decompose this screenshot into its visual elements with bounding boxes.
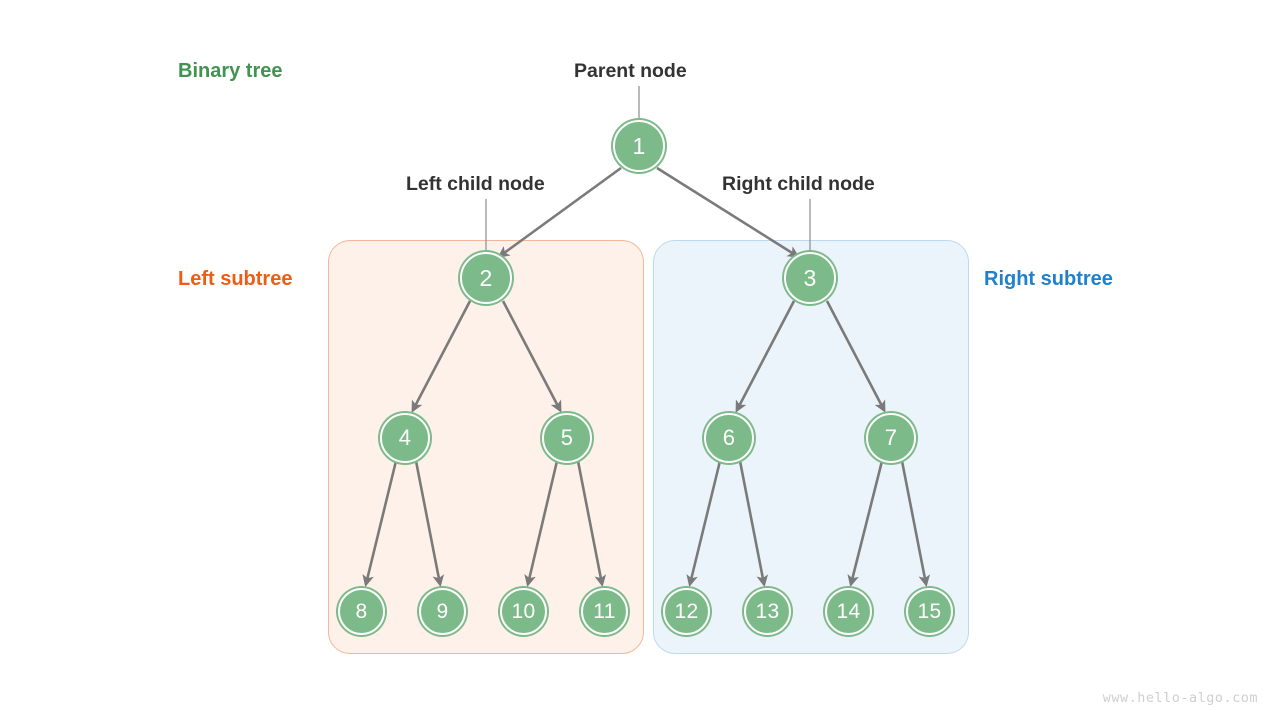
tree-node-6[interactable]: 6 <box>704 413 754 463</box>
edge-1-2 <box>497 166 622 258</box>
edge-2-4 <box>411 300 472 413</box>
diagram-title: Binary tree <box>178 60 283 82</box>
edge-4-8 <box>362 460 398 588</box>
tree-node-7[interactable]: 7 <box>866 413 916 463</box>
tree-edges <box>362 166 931 588</box>
tree-node-15[interactable]: 15 <box>906 588 953 635</box>
watermark: www.hello-algo.com <box>1102 690 1258 706</box>
edge-3-6 <box>735 300 796 413</box>
edge-7-14 <box>847 460 884 588</box>
left-subtree-region <box>328 240 644 654</box>
callout-parent-node: Parent node <box>574 60 687 82</box>
callout-left-child-node: Left child node <box>406 173 545 195</box>
tree-node-5[interactable]: 5 <box>542 413 592 463</box>
label-left-subtree: Left subtree <box>178 268 293 290</box>
callout-leader-lines <box>485 86 811 251</box>
tree-node-8[interactable]: 8 <box>338 588 385 635</box>
tree-node-11[interactable]: 11 <box>581 588 628 635</box>
edge-3-7 <box>825 300 886 413</box>
edge-6-13 <box>738 460 769 588</box>
edge-5-10 <box>524 460 559 588</box>
edge-5-11 <box>576 460 607 588</box>
tree-node-13[interactable]: 13 <box>744 588 791 635</box>
edge-6-12 <box>686 460 722 588</box>
tree-node-10[interactable]: 10 <box>500 588 547 635</box>
tree-node-1[interactable]: 1 <box>613 120 665 172</box>
callout-right-child-node: Right child node <box>722 173 875 195</box>
edge-2-5 <box>501 300 562 413</box>
tree-node-2[interactable]: 2 <box>460 252 512 304</box>
edge-7-15 <box>900 460 931 588</box>
tree-node-3[interactable]: 3 <box>784 252 836 304</box>
tree-node-14[interactable]: 14 <box>825 588 872 635</box>
edge-4-9 <box>414 460 445 588</box>
edge-1-3 <box>656 166 800 258</box>
tree-node-9[interactable]: 9 <box>419 588 466 635</box>
tree-node-4[interactable]: 4 <box>380 413 430 463</box>
tree-node-12[interactable]: 12 <box>663 588 710 635</box>
label-right-subtree: Right subtree <box>984 268 1113 290</box>
